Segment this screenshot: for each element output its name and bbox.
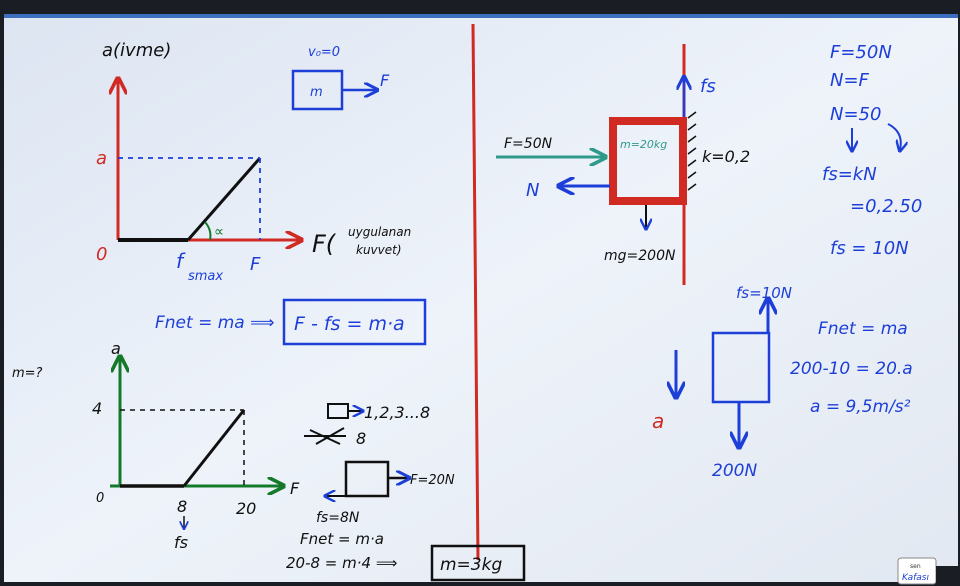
crossed-note: 8 xyxy=(356,429,366,448)
fnet-equation: Fnet = ma ⟹ xyxy=(155,313,274,333)
eq-curve-arrow xyxy=(887,123,901,150)
result-box xyxy=(430,544,526,582)
board-top-edge xyxy=(4,14,958,18)
right-equations: F=50N N=F N=50 fs=kN =0,2.50 fs = 10N xyxy=(822,42,922,259)
logo-line1: sen xyxy=(910,563,921,570)
eq-N-50: N=50 xyxy=(830,104,881,125)
fbd-top-label: fs=10N xyxy=(736,284,792,302)
logo-corner xyxy=(936,566,960,586)
origin-bottom: 0 xyxy=(96,491,104,506)
force-bottom: F=20N xyxy=(410,473,455,488)
angle-label: ∝ xyxy=(214,224,224,240)
fnet-right: Fnet = ma xyxy=(818,319,908,339)
logo-line2: Kafası xyxy=(902,573,929,583)
calc-line: 20-8 = m·4 ⟹ xyxy=(286,554,397,572)
result-value: m=3kg xyxy=(440,555,502,575)
free-body-diagram: fs=10N 200N a xyxy=(652,284,792,481)
center-divider xyxy=(471,23,480,561)
graph-bottom: a 4 0 8 fs 20 F xyxy=(92,339,300,552)
friction-label: fs=8N xyxy=(316,510,360,526)
origin-label: 0 xyxy=(96,244,107,265)
tick-label-a: a xyxy=(96,148,107,169)
accel-label: a xyxy=(652,409,664,433)
tick-4: 4 xyxy=(92,399,102,418)
tick-label-fsmax: f xyxy=(176,249,186,273)
right-calculation: Fnet = ma 200-10 = 20.a a = 9,5m/s² xyxy=(790,319,913,417)
eq-N-F: N=F xyxy=(830,70,870,91)
tick-label-fsmax-sub: smax xyxy=(188,269,223,284)
tick-8: 8 xyxy=(177,497,187,516)
fs-label-bottom: fs xyxy=(174,533,188,552)
angle-arc xyxy=(204,221,212,241)
fbd-bottom-label: 200N xyxy=(712,461,757,481)
k-value: k=0,2 xyxy=(702,147,750,166)
m-question: m=? xyxy=(12,366,43,381)
tick-label-F: F xyxy=(250,254,261,275)
eq-F: F=50N xyxy=(830,42,892,63)
force-label: F xyxy=(380,71,390,90)
wall-hatch xyxy=(687,111,697,191)
normal-label: N xyxy=(526,180,539,201)
calc-right-2: a = 9,5m/s² xyxy=(810,397,911,417)
block-diagram-bottom: F=20N fs=8N Fnet = m·a 20-8 = m·4 ⟹ m=3k… xyxy=(286,460,526,582)
axis-label-x: F( xyxy=(312,230,337,258)
graph-a-vs-F: a(ivme) a 0 f smax F ∝ F( uygulanan kuvv… xyxy=(96,40,411,284)
wall-mass: m=20kg xyxy=(620,138,667,151)
eq-value: =0,2.50 xyxy=(850,196,922,217)
axis-label-y: a(ivme) xyxy=(102,40,171,61)
wall-block-diagram: fs m=20kg F=50N N k=0,2 mg=200N xyxy=(496,44,750,285)
fnet-line: Fnet = m·a xyxy=(300,530,384,548)
axis-note-line2: kuvvet) xyxy=(356,243,402,257)
eq-fs-result: fs = 10N xyxy=(830,238,909,259)
fbd-block xyxy=(711,331,771,404)
board-surface xyxy=(4,16,958,582)
block-diagram-top: v₀=0 m F xyxy=(291,45,390,111)
channel-logo: sen Kafası xyxy=(897,557,960,586)
axis-label-x-bottom: F xyxy=(290,479,300,498)
boxed-equation-frame xyxy=(282,298,427,346)
scratch-notes: 1,2,3...8 8 xyxy=(304,403,430,448)
mass-label: m xyxy=(310,85,323,100)
v0-label: v₀=0 xyxy=(308,45,340,60)
graph-slope-segment xyxy=(186,157,262,241)
fs-label-wall: fs xyxy=(700,76,716,97)
boxed-equation: F - fs = m·a xyxy=(294,313,405,335)
series-note: 1,2,3...8 xyxy=(364,403,430,422)
weight-label: mg=200N xyxy=(604,248,676,264)
crossed-scribble xyxy=(304,427,346,445)
calc-right-1: 200-10 = 20.a xyxy=(790,359,913,379)
eq-fs-kN: fs=kN xyxy=(822,164,877,185)
wall-block xyxy=(609,117,687,205)
axis-label-y-bottom: a xyxy=(111,339,121,358)
axis-note-line1: uygulanan xyxy=(348,225,411,239)
equation-row: Fnet = ma ⟹ F - fs = m·a xyxy=(155,298,427,346)
graph-slope-bottom xyxy=(182,409,246,487)
applied-force-label: F=50N xyxy=(504,136,553,152)
tick-20: 20 xyxy=(236,499,256,518)
